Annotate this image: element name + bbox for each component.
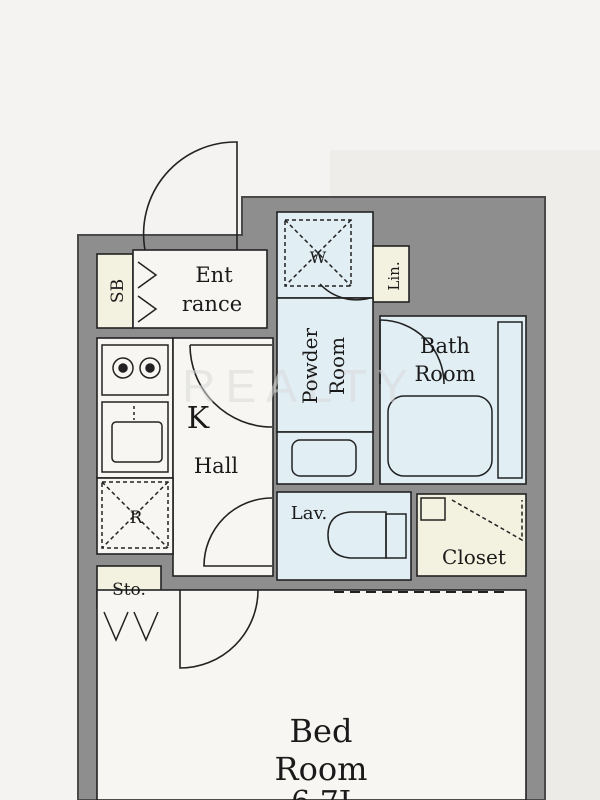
lavatory-door xyxy=(203,497,273,567)
powder-room-area xyxy=(276,297,374,433)
lavatory-area xyxy=(276,491,412,581)
bath-wall-panel xyxy=(497,321,523,479)
label-entrance-1: Ent xyxy=(195,263,233,287)
closet-area xyxy=(416,493,527,577)
label-bath-1: Bath xyxy=(420,334,470,358)
closet-shelf xyxy=(420,497,446,521)
stove xyxy=(101,344,169,396)
label-closet: Closet xyxy=(442,545,506,569)
entrance-area xyxy=(132,249,268,329)
label-bed-1: Bed xyxy=(290,712,353,750)
bed-room-area xyxy=(96,589,527,800)
label-linen: Lin. xyxy=(385,261,403,290)
doors xyxy=(142,141,445,669)
label-lavatory: Lav. xyxy=(291,503,327,524)
laundry-door xyxy=(319,283,371,301)
fixtures xyxy=(101,219,523,642)
label-refrigerator: R xyxy=(130,508,144,528)
label-entrance-2: rance xyxy=(182,292,242,316)
label-powder-1: Powder xyxy=(298,328,322,404)
refrigerator-area xyxy=(96,477,174,555)
label-washer: W xyxy=(310,248,327,267)
label-kitchen: K xyxy=(187,401,210,436)
room-labels: SB Ent rance W Lin. Powder Room Bath Roo… xyxy=(108,248,506,800)
label-storage: Sto. xyxy=(112,580,146,600)
label-sb: SB xyxy=(108,279,128,303)
label-bed-2: Room xyxy=(275,750,368,788)
bath-room-area xyxy=(379,315,527,485)
label-powder-2: Room xyxy=(325,337,349,395)
entrance-shoebox-doors xyxy=(137,261,158,323)
entrance-door xyxy=(142,141,238,251)
hall-area xyxy=(172,337,274,577)
powder-room-door xyxy=(189,344,273,428)
label-bed-size: 6.7J xyxy=(291,785,351,800)
room-floors xyxy=(96,211,527,800)
watermark: REALTY xyxy=(182,360,418,412)
toilet xyxy=(327,511,407,559)
vanity-basin xyxy=(291,439,357,477)
closet-diagonal xyxy=(451,499,523,542)
storage-doors xyxy=(103,611,159,642)
label-hall: Hall xyxy=(194,454,239,478)
bath-room-door xyxy=(379,319,445,385)
kitchen-sink xyxy=(101,401,169,473)
linen-area xyxy=(372,245,410,303)
bed-room-door xyxy=(179,589,259,669)
refrigerator-space xyxy=(101,481,169,549)
washer-pan xyxy=(284,219,352,287)
laundry-area xyxy=(276,211,374,299)
label-bath-2: Room xyxy=(414,362,475,386)
bathtub xyxy=(387,395,493,477)
sb-area xyxy=(96,253,134,329)
